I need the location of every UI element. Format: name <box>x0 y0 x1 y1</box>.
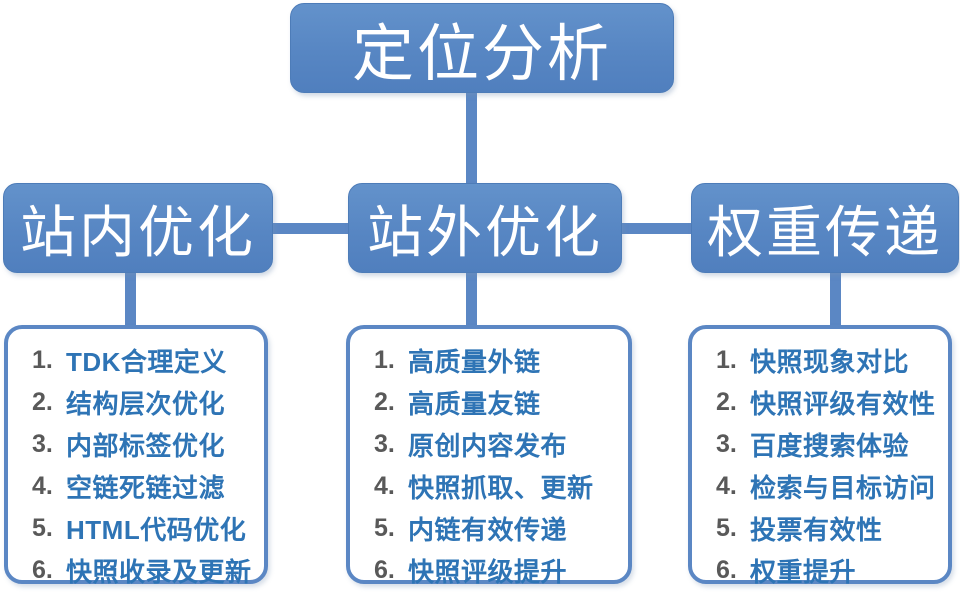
list-item-text: TDK合理定义 <box>66 346 227 377</box>
branch-node-label: 站外优化 <box>367 200 603 264</box>
list-item: 4. 空链死链过滤 <box>32 465 264 507</box>
list-item-number: 3. <box>374 429 395 458</box>
branch-node-offsite-optimization: 站外优化 <box>348 183 622 273</box>
list-item-text: 原创内容发布 <box>408 430 568 461</box>
list-item: 2. 高质量友链 <box>374 381 628 423</box>
list-item-text: 快照评级提升 <box>408 556 568 587</box>
list-item-text: 权重提升 <box>750 556 857 587</box>
list-item-number: 3. <box>32 429 53 458</box>
list-item: 2. 结构层次优化 <box>32 381 264 423</box>
list-item: 3. 内部标签优化 <box>32 423 264 465</box>
list-item-number: 5. <box>716 513 737 542</box>
list-box-onsite-optimization: 1. TDK合理定义 2. 结构层次优化 3. 内部标签优化 4. 空链死链过滤… <box>4 325 268 587</box>
list-item-text: 内部标签优化 <box>66 430 226 461</box>
list-item-text: 快照抓取、更新 <box>408 472 594 503</box>
list-item-text: 结构层次优化 <box>66 388 226 419</box>
list-item-number: 5. <box>32 513 53 542</box>
connector-left-to-center <box>262 223 354 234</box>
list-item: 3. 百度搜索体验 <box>716 423 948 465</box>
list-item: 2. 快照评级有效性 <box>716 381 948 423</box>
list-item-text: 快照现象对比 <box>750 346 910 377</box>
list-item-number: 5. <box>374 513 395 542</box>
list-item-text: 快照收录及更新 <box>66 556 252 587</box>
connector-root-to-center <box>466 85 477 187</box>
list-item: 5. HTML代码优化 <box>32 507 264 549</box>
list-item-number: 6. <box>32 555 53 584</box>
list-item-number: 2. <box>374 387 395 416</box>
list-box-weight-transfer: 1. 快照现象对比 2. 快照评级有效性 3. 百度搜索体验 4. 检索与目标访… <box>688 325 952 587</box>
list-item: 5. 内链有效传递 <box>374 507 628 549</box>
list-item-text: 投票有效性 <box>750 514 883 545</box>
connector-branch0-to-list <box>125 266 136 330</box>
list-item-number: 4. <box>374 471 395 500</box>
list-item-text: 空链死链过滤 <box>66 472 226 503</box>
list-item-text: 检索与目标访问 <box>750 472 936 503</box>
list-item-number: 6. <box>374 555 395 584</box>
branch-node-weight-transfer: 权重传递 <box>691 183 959 273</box>
connector-center-to-right <box>614 223 698 234</box>
list-item: 5. 投票有效性 <box>716 507 948 549</box>
connector-branch1-to-list <box>466 266 477 330</box>
list-item-number: 3. <box>716 429 737 458</box>
list-item-number: 2. <box>716 387 737 416</box>
list-item-number: 1. <box>716 345 737 374</box>
list-item: 1. 高质量外链 <box>374 339 628 381</box>
branch-node-label: 站内优化 <box>20 200 256 264</box>
list-item-text: HTML代码优化 <box>66 514 247 545</box>
list-item-text: 快照评级有效性 <box>750 388 936 419</box>
root-node-positioning-analysis: 定位分析 <box>290 3 674 93</box>
list-item-number: 2. <box>32 387 53 416</box>
list-item-number: 4. <box>32 471 53 500</box>
list-item: 3. 原创内容发布 <box>374 423 628 465</box>
list-item: 6. 快照评级提升 <box>374 549 628 591</box>
list-item-number: 6. <box>716 555 737 584</box>
list-item-text: 高质量外链 <box>408 346 541 377</box>
list-item: 6. 权重提升 <box>716 549 948 591</box>
list-item: 6. 快照收录及更新 <box>32 549 264 591</box>
list-item-text: 内链有效传递 <box>408 514 568 545</box>
list-box-offsite-optimization: 1. 高质量外链 2. 高质量友链 3. 原创内容发布 4. 快照抓取、更新 5… <box>346 325 632 587</box>
list-item-text: 百度搜索体验 <box>750 430 910 461</box>
list-item: 1. 快照现象对比 <box>716 339 948 381</box>
list-item-number: 1. <box>32 345 53 374</box>
list-item-number: 4. <box>716 471 737 500</box>
connector-branch2-to-list <box>830 266 841 330</box>
list-item: 1. TDK合理定义 <box>32 339 264 381</box>
list-item: 4. 检索与目标访问 <box>716 465 948 507</box>
list-item: 4. 快照抓取、更新 <box>374 465 628 507</box>
list-item-text: 高质量友链 <box>408 388 541 419</box>
list-item-number: 1. <box>374 345 395 374</box>
branch-node-onsite-optimization: 站内优化 <box>3 183 273 273</box>
root-node-label: 定位分析 <box>351 20 612 89</box>
branch-node-label: 权重传递 <box>707 200 943 264</box>
